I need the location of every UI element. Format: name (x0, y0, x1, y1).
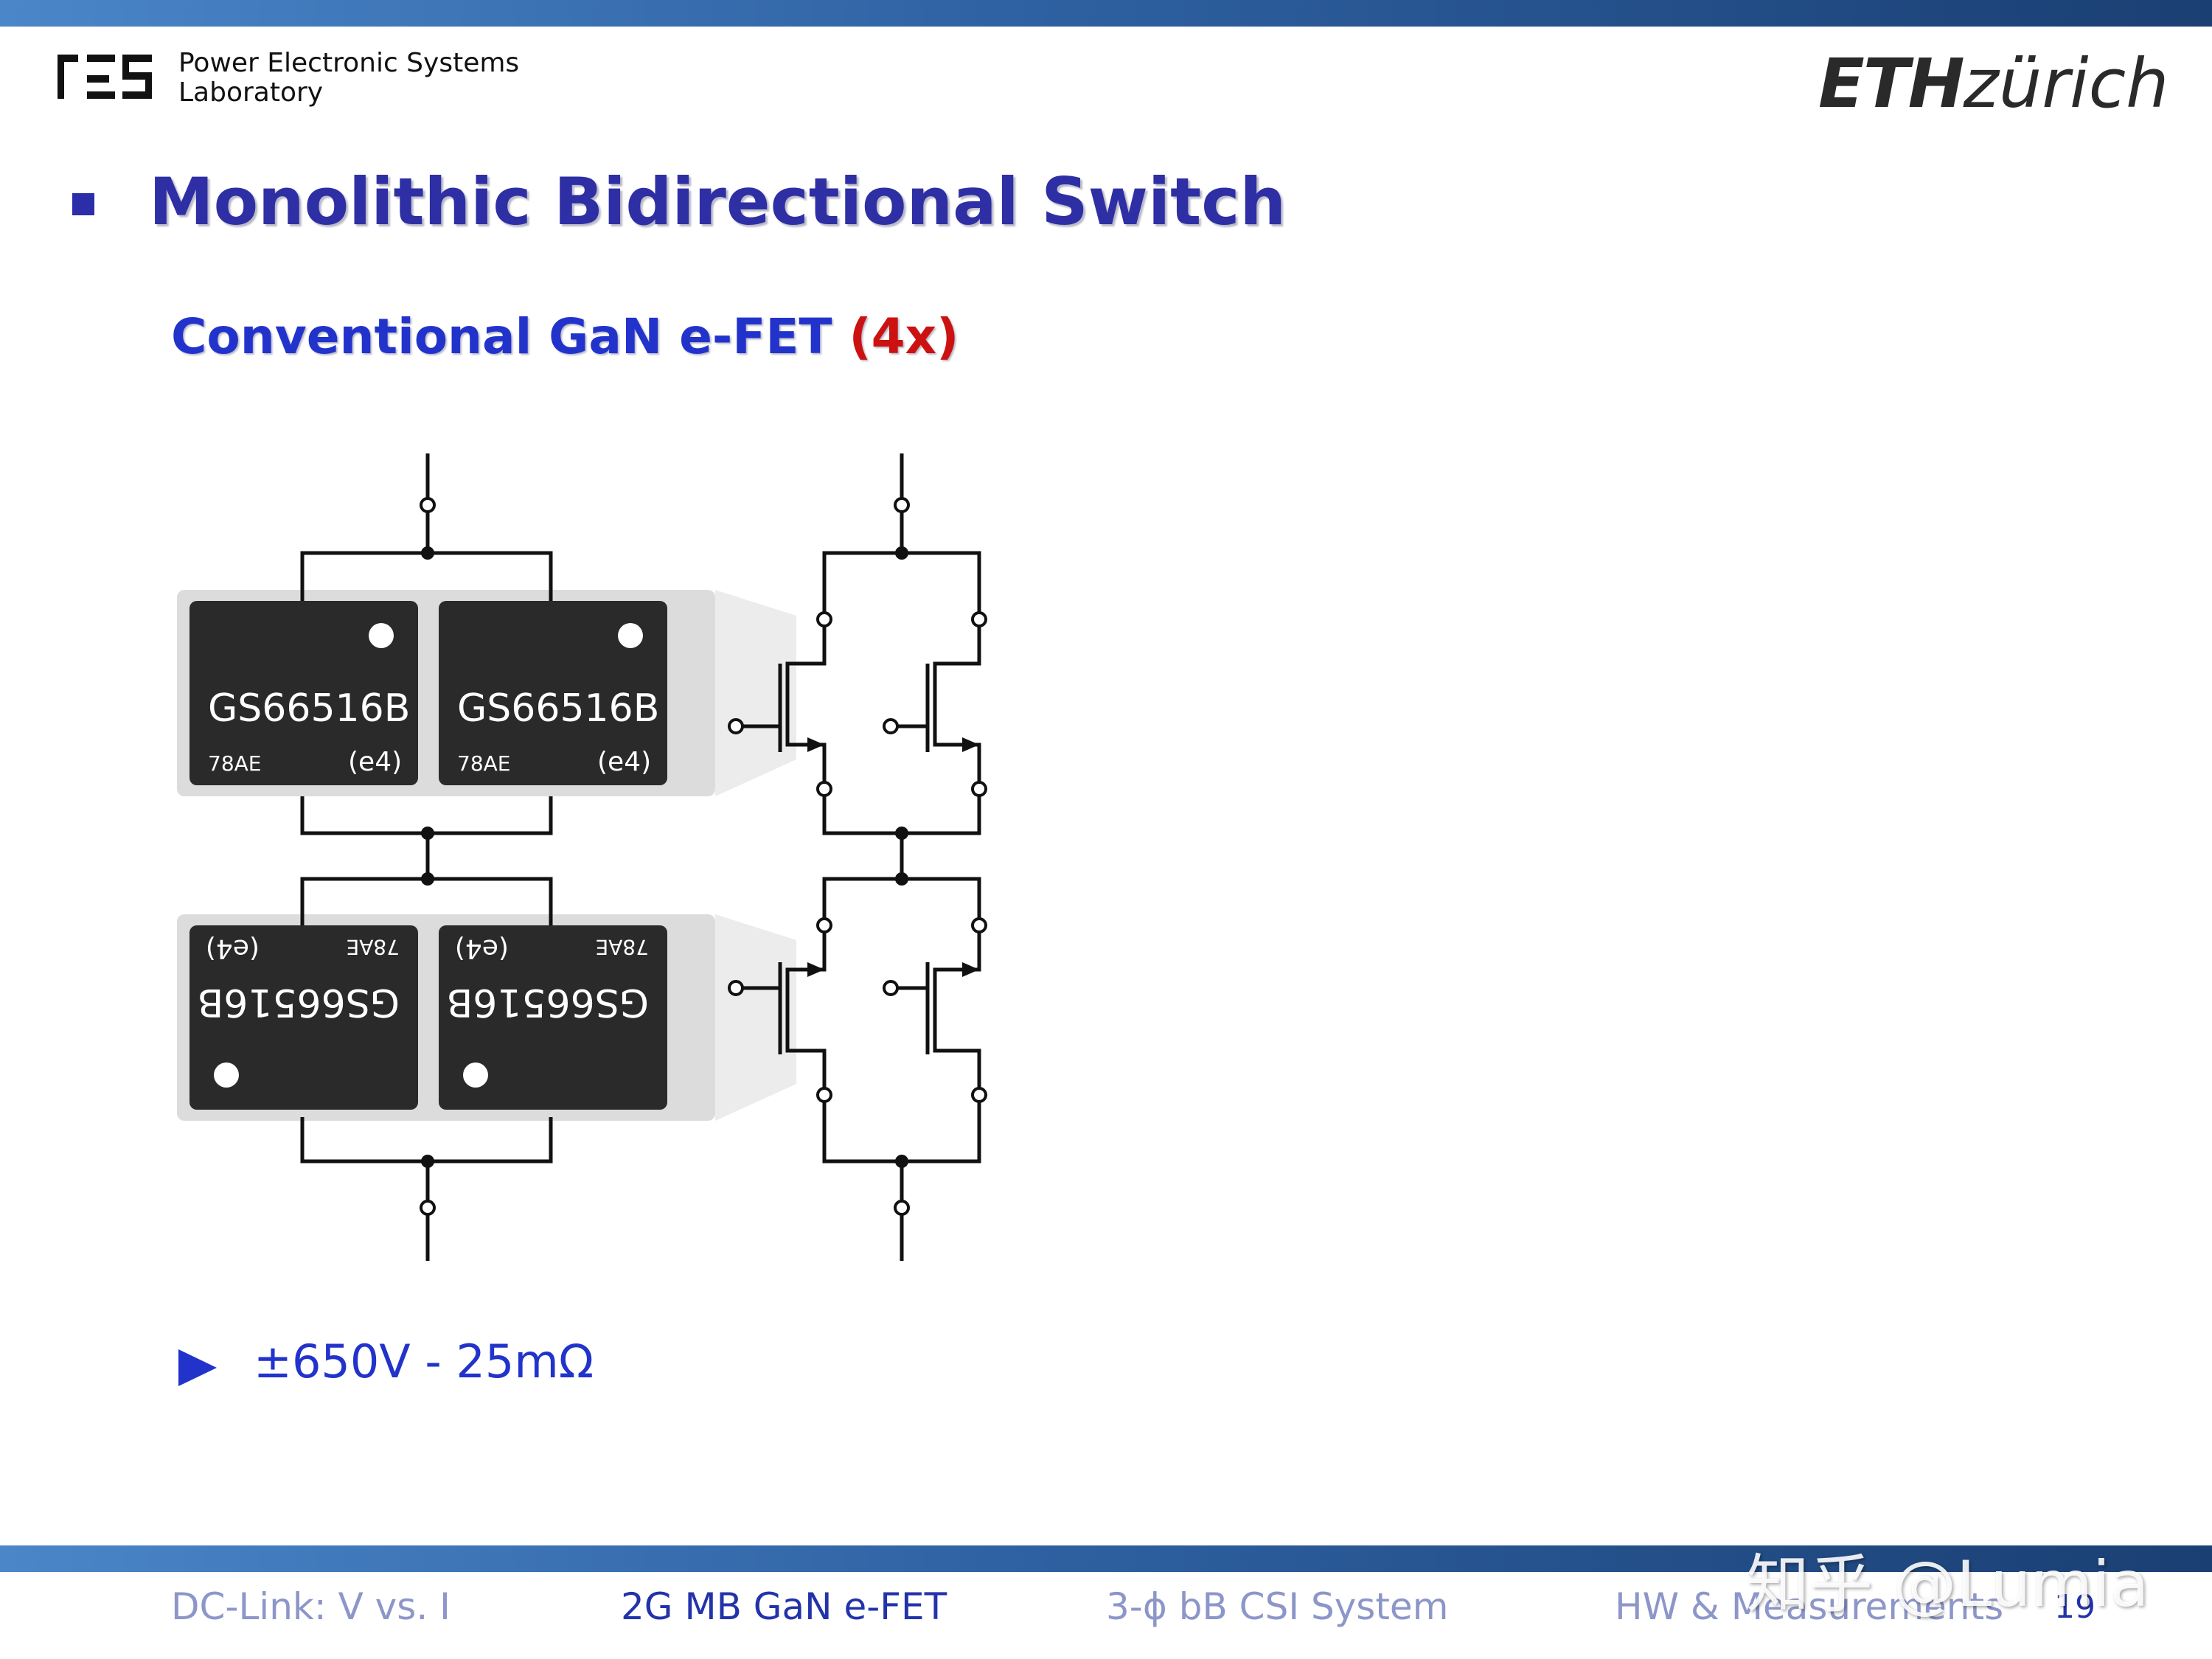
chip-lot-code: 78AE (457, 751, 510, 776)
chip-part-number: GS66516B (208, 686, 410, 731)
slide-subtitle: Conventional GaN e-FET (4x) (171, 308, 959, 365)
chip-lot-code: 78AE (208, 751, 261, 776)
switch-schematic (736, 453, 981, 1261)
footer-accent-bar (0, 1545, 2212, 1572)
gan-chip-rotated: GS66516B 78AE (e4) (439, 925, 667, 1110)
footer-nav-csi-system[interactable]: 3-ϕ bB CSI System (1106, 1585, 1449, 1628)
footer-nav-dc-link[interactable]: DC-Link: V vs. I (171, 1585, 451, 1628)
lab-name: Power Electronic Systems Laboratory (178, 49, 519, 108)
chip-lot-code: 78AE (596, 935, 649, 959)
top-accent-bar (0, 0, 2212, 27)
gan-chip: GS66516B 78AE (e4) (439, 601, 667, 785)
bullet-square-icon (72, 193, 94, 215)
bidirectional-switch-figure: GS66516B 78AE (e4) GS66516B 78AE (e4) GS… (147, 442, 1032, 1283)
eth-logo-text: ETH (1818, 44, 1965, 123)
slide-title: Monolithic Bidirectional Switch (149, 164, 1287, 240)
watermark: 知乎 @Lumia (1746, 1548, 2149, 1621)
pes-logo-icon (58, 52, 153, 106)
chip-part-number: GS66516B (198, 980, 400, 1024)
zurich-logo-text: zürich (1963, 44, 2169, 123)
chip-part-number: GS66516B (457, 686, 659, 731)
subtitle-text: Conventional GaN e-FET (171, 308, 832, 365)
chip-rohs-mark: (e4) (597, 747, 651, 777)
arrow-bullet-icon (178, 1349, 217, 1386)
spec-text: ±650V - 25mΩ (254, 1335, 594, 1388)
chip-part-number: GS66516B (447, 980, 649, 1024)
chip-rohs-mark: (e4) (455, 933, 509, 964)
gan-chip: GS66516B 78AE (e4) (189, 601, 418, 785)
footer-nav-gan-efet[interactable]: 2G MB GaN e-FET (621, 1585, 947, 1628)
gan-chip-rotated: GS66516B 78AE (e4) (189, 925, 418, 1110)
subtitle-accent: (4x) (849, 308, 959, 365)
lab-name-line2: Laboratory (178, 77, 324, 108)
footer-nav-hw-measurements[interactable]: HW & Measurements (1615, 1585, 2004, 1628)
page-number: 19 (2054, 1588, 2096, 1626)
lab-name-line1: Power Electronic Systems (178, 48, 520, 78)
eth-zurich-logo: ETHzürich (1818, 44, 2168, 123)
chip-lot-code: 78AE (347, 935, 400, 959)
chip-rohs-mark: (e4) (348, 747, 402, 777)
chip-rohs-mark: (e4) (206, 933, 260, 964)
